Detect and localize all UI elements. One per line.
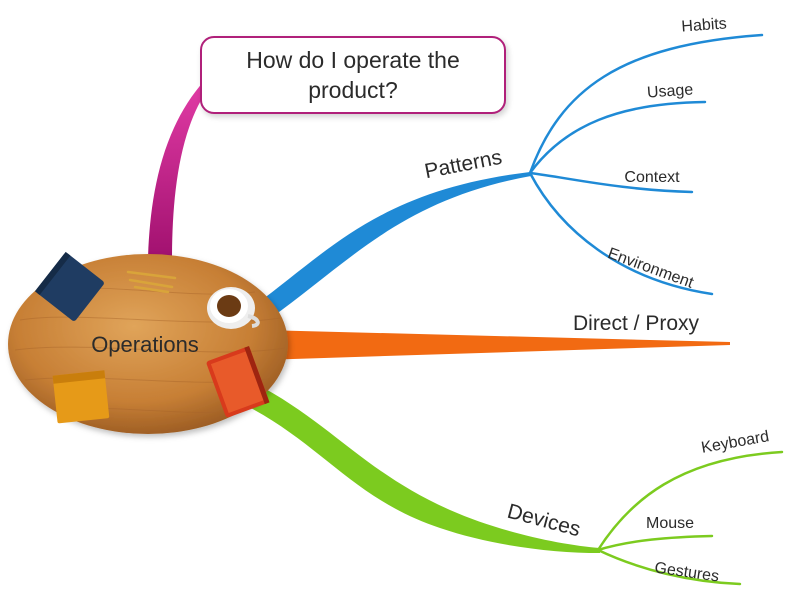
patterns-label: Patterns bbox=[423, 146, 504, 184]
callout-branch bbox=[148, 80, 210, 262]
patterns-branch bbox=[255, 172, 531, 320]
usage-label: Usage bbox=[646, 81, 693, 101]
mouse-branch bbox=[596, 534, 714, 552]
context-branch bbox=[528, 171, 694, 194]
environment-branch bbox=[528, 171, 714, 296]
usage-branch bbox=[528, 100, 707, 175]
callout-text: How do I operate the product? bbox=[246, 47, 460, 103]
coffee-cup-icon bbox=[207, 287, 260, 329]
gestures-label: Gestures bbox=[653, 560, 720, 586]
keyboard-label: Keyboard bbox=[700, 428, 770, 457]
central-label: Operations bbox=[91, 332, 199, 357]
habits-branch bbox=[528, 33, 764, 175]
environment-label: Environment bbox=[605, 245, 696, 292]
notebook-icon bbox=[34, 251, 104, 321]
yellow-notepad-icon bbox=[52, 370, 110, 424]
direct-proxy-label: Direct / Proxy bbox=[573, 312, 700, 335]
keyboard-branch bbox=[596, 450, 784, 552]
pencils-icon bbox=[126, 270, 177, 294]
red-book-icon bbox=[206, 346, 270, 418]
habits-label: Habits bbox=[681, 15, 727, 35]
gestures-branch bbox=[596, 548, 742, 586]
callout-box: How do I operate the product? bbox=[200, 36, 506, 114]
context-label: Context bbox=[624, 169, 680, 186]
direct-proxy-branch bbox=[262, 330, 730, 360]
devices-branch bbox=[235, 378, 600, 553]
mouse-label: Mouse bbox=[646, 515, 694, 532]
